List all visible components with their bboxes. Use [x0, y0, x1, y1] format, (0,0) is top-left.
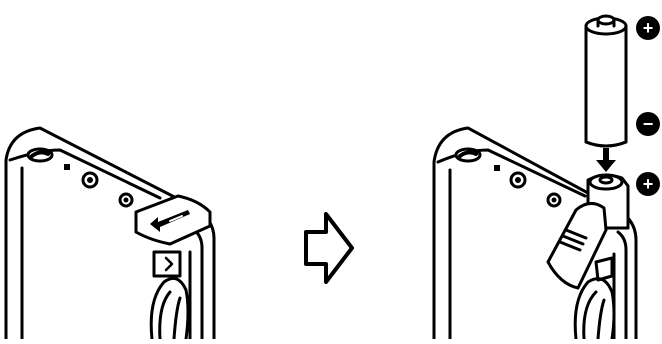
side-latch [152, 250, 182, 278]
device-before [4, 126, 216, 341]
power-button-icon [454, 147, 482, 163]
device-after [432, 14, 638, 341]
svg-text:−: − [643, 114, 654, 134]
strap [149, 276, 190, 341]
device-body-outline [432, 126, 638, 341]
polarity-plus-icon: + [636, 172, 660, 196]
svg-text:+: + [643, 18, 654, 38]
jack-icon [509, 171, 527, 189]
outline-right-arrow-icon [304, 212, 354, 284]
indicator-led [494, 165, 500, 171]
strap [573, 277, 616, 341]
indicator-led [64, 164, 70, 170]
polarity-minus-icon: − [636, 112, 660, 136]
device-body-outline [4, 126, 216, 341]
power-button-icon [26, 147, 54, 163]
insert-down-arrow-icon [596, 148, 616, 172]
aa-battery [584, 14, 628, 148]
jack-icon [118, 192, 134, 208]
polarity-plus-icon: + [636, 16, 660, 40]
slide-arrow-icon [150, 210, 190, 232]
jack-icon [81, 171, 99, 189]
jack-icon [546, 192, 562, 208]
battery-cover-open [546, 202, 614, 290]
svg-text:+: + [643, 174, 654, 194]
